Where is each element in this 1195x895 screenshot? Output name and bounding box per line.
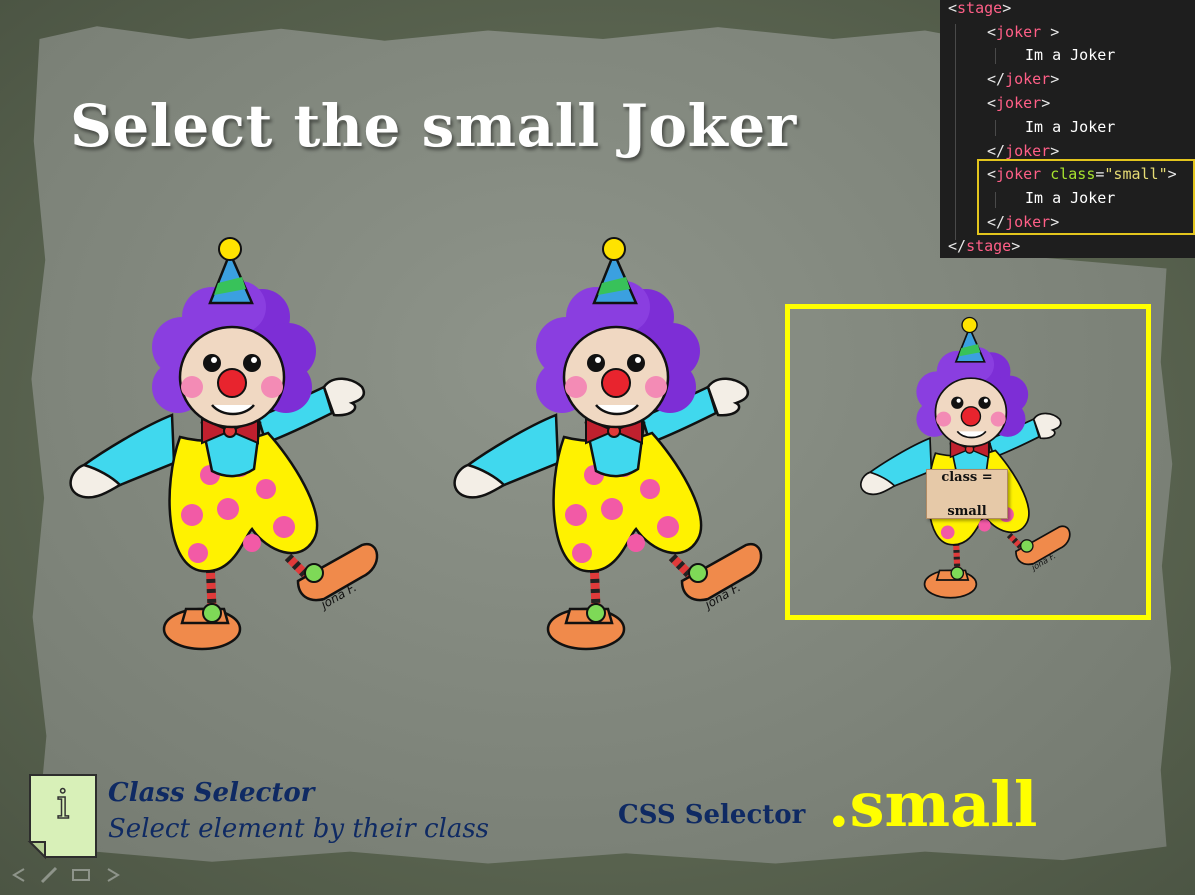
code-line-stage-open: <stage>	[948, 0, 1012, 17]
code-panel: <stage> <joker > Im a Joker </joker> <jo…	[940, 0, 1195, 258]
code-line-joker-close: </joker>	[987, 70, 1060, 88]
indent-guide	[995, 48, 996, 64]
code-line-text: Im a Joker	[1025, 189, 1116, 207]
tooltip-line-2: small	[947, 503, 987, 519]
info-description: Select element by their class	[108, 814, 490, 844]
code-line-text: Im a Joker	[1025, 46, 1116, 64]
joker-2[interactable]	[446, 232, 776, 662]
joker-small-illustration	[855, 315, 1080, 605]
code-highlight-box	[977, 159, 1195, 235]
selected-joker-highlight	[785, 304, 1151, 620]
info-icon: i	[27, 772, 97, 860]
indent-guide	[955, 24, 956, 240]
code-line-joker-small-open: <joker class="small">	[987, 165, 1177, 183]
info-title: Class Selector	[108, 778, 315, 808]
code-line-joker-close: </joker>	[987, 142, 1060, 160]
code-line-text: Im a Joker	[1025, 118, 1116, 136]
indent-guide	[995, 120, 996, 136]
css-selector-label: CSS Selector	[618, 800, 806, 830]
prev-slide-icon[interactable]	[8, 866, 30, 884]
menu-icon[interactable]	[70, 866, 92, 884]
next-slide-icon[interactable]	[102, 866, 124, 884]
svg-text:i: i	[57, 782, 70, 828]
indent-guide	[995, 192, 996, 208]
joker-small[interactable]	[855, 315, 1080, 605]
tooltip-line-1: class =	[941, 469, 993, 485]
code-line-joker-open: <joker >	[987, 23, 1060, 41]
code-line-stage-close: </stage>	[948, 237, 1021, 255]
slide-title: Select the small Joker	[70, 92, 797, 160]
code-line-joker-close: </joker>	[987, 213, 1060, 231]
joker-1[interactable]	[62, 232, 392, 662]
css-selector-value: .small	[828, 768, 1038, 841]
pen-icon[interactable]	[38, 866, 60, 884]
joker-2-illustration	[446, 232, 776, 662]
class-tooltip: class = small	[926, 469, 1008, 519]
code-line-joker-open: <joker>	[987, 94, 1051, 112]
joker-1-illustration	[62, 232, 392, 662]
